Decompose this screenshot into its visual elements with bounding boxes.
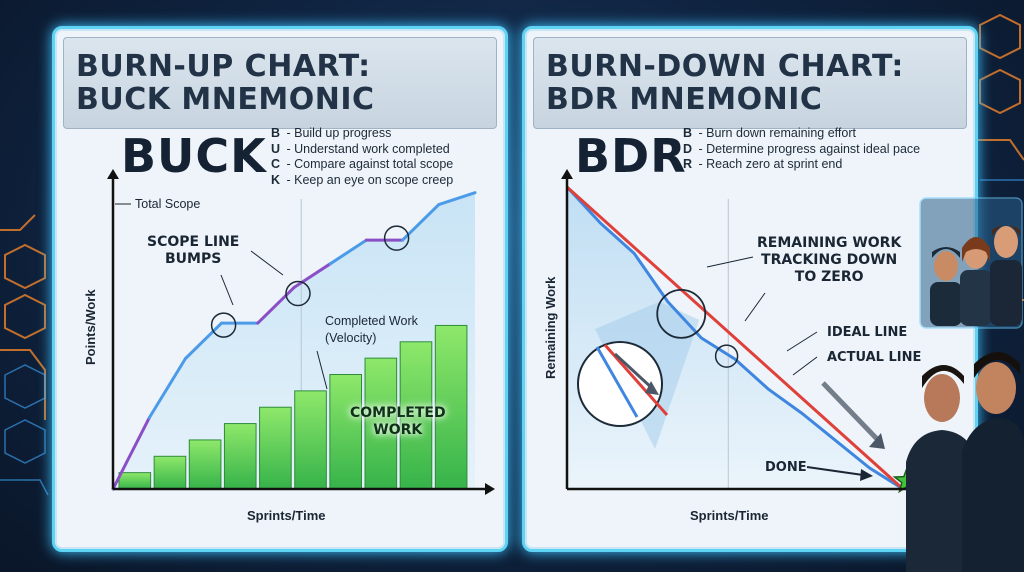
total-scope-label: Total Scope [135, 197, 201, 211]
mnemonic-item: B - Burn down remaining effort [683, 126, 856, 140]
mnemonic-text: Understand work completed [294, 141, 450, 156]
mnemonic-key: B [683, 126, 693, 140]
zoom-arrow-head [645, 381, 659, 395]
mnemonic-key: C [271, 157, 281, 171]
tracking-pointer [744, 292, 766, 322]
burn-down-x-axis-label: Sprints/Time [690, 508, 769, 523]
mnemonic-item: B - Build up progress [271, 126, 392, 140]
completed-velocity-label: Completed Work (Velocity) [325, 314, 418, 345]
tracking-circle [656, 288, 707, 339]
mnemonic-text: Determine progress against ideal pace [706, 141, 921, 156]
mnemonic-key: D [683, 141, 693, 156]
completed-bar [294, 390, 327, 490]
scope-bump-circle [210, 312, 237, 338]
completed-bar [399, 341, 433, 490]
scope-bump-circle [383, 225, 410, 251]
ideal-line-label: IDEAL LINE [827, 325, 908, 340]
bump-pointer [220, 274, 234, 306]
velocity-pointer [316, 350, 328, 390]
mnemonic-item: K - Keep an eye on scope creep [271, 172, 454, 187]
zoom-inset [577, 341, 663, 427]
completed-work-label: COMPLETED WORK [350, 405, 446, 438]
done-label: DONE [765, 460, 807, 475]
bdr-mnemonic-list: B - Burn down remaining effort D - Deter… [683, 126, 920, 173]
completed-bar [364, 357, 398, 490]
burn-up-title: BURN-UP CHART: BUCK MNEMONIC [76, 49, 375, 117]
burn-up-x-axis-label: Sprints/Time [247, 508, 326, 523]
mnemonic-item: D - Determine progress against ideal pac… [683, 141, 921, 156]
scope-line-segment [292, 262, 332, 290]
tracking-circle-small [714, 344, 739, 368]
buck-mnemonic-list: B - Build up progress U - Understand wor… [271, 126, 453, 188]
actual-line [565, 185, 904, 491]
actual-pointer [792, 356, 818, 376]
buck-mnemonic-word: BUCK [121, 129, 267, 183]
mnemonic-key: K [271, 172, 281, 187]
mnemonic-text: Compare against total scope [294, 157, 454, 171]
burn-down-panel: BURN-DOWN CHART: BDR MNEMONIC BDR B - Bu… [522, 26, 978, 552]
completed-bar [188, 439, 222, 490]
mnemonic-item: R - Reach zero at sprint end [683, 157, 843, 171]
burn-up-panel: BURN-UP CHART: BUCK MNEMONIC BUCK B - Bu… [52, 26, 508, 552]
completed-bar [223, 423, 257, 490]
burn-down-chart [561, 169, 963, 495]
mnemonic-text: Burn down remaining effort [706, 126, 856, 140]
completed-bar [153, 455, 187, 490]
scope-bumps-label: SCOPE LINE BUMPS [147, 234, 240, 267]
scope-line-segment [437, 191, 477, 207]
remaining-tracking-label: REMAINING WORK TRACKING DOWN TO ZERO [757, 235, 902, 285]
burn-down-title: BURN-DOWN CHART: BDR MNEMONIC [546, 49, 904, 117]
completed-bar [434, 324, 468, 490]
completed-bar [329, 374, 363, 490]
actual-line-label: ACTUAL LINE [827, 350, 922, 365]
burn-up-y-axis-label: Points/Work [83, 289, 98, 365]
mnemonic-text: Reach zero at sprint end [706, 157, 843, 171]
done-pointer-head [860, 469, 873, 481]
burn-up-chart [107, 169, 495, 495]
motion-arrow [821, 381, 879, 441]
mnemonic-item: C - Compare against total scope [271, 157, 454, 171]
y-axis-arrow [107, 169, 119, 179]
mnemonic-key: R [683, 157, 693, 171]
mnemonic-text: Keep an eye on scope creep [294, 172, 454, 187]
mnemonic-item: U - Understand work completed [271, 141, 450, 156]
tracking-pointer [706, 256, 754, 268]
ideal-pointer [786, 331, 818, 352]
completed-bar [259, 406, 292, 490]
people-illustration-foreground [906, 352, 1024, 572]
scope-line-segment [183, 321, 224, 361]
scope-line-segment [256, 286, 296, 325]
x-axis-arrow [485, 483, 495, 495]
bump-pointer [250, 250, 284, 276]
done-pointer [806, 466, 864, 476]
motion-arrow-head [869, 433, 885, 449]
people-illustration [919, 197, 1023, 329]
zoom-ideal [603, 344, 669, 416]
mnemonic-key: B [271, 126, 281, 140]
scope-line-segment [111, 416, 151, 491]
ideal-line [565, 185, 905, 491]
scope-line-segment [328, 238, 368, 266]
mnemonic-text: Build up progress [294, 126, 392, 140]
burn-up-header: BURN-UP CHART: BUCK MNEMONIC [63, 37, 497, 129]
zoom-actual [595, 346, 639, 418]
completed-bar [118, 472, 152, 490]
burn-down-header: BURN-DOWN CHART: BDR MNEMONIC [533, 37, 967, 129]
burn-down-y-axis-label: Remaining Work [543, 276, 558, 379]
scope-line-segment [147, 357, 187, 420]
bdr-mnemonic-word: BDR [575, 129, 687, 183]
scope-bump-circle [285, 280, 311, 307]
zoom-arrow [613, 352, 655, 391]
y-axis-arrow [561, 169, 573, 179]
mnemonic-key: U [271, 141, 281, 156]
